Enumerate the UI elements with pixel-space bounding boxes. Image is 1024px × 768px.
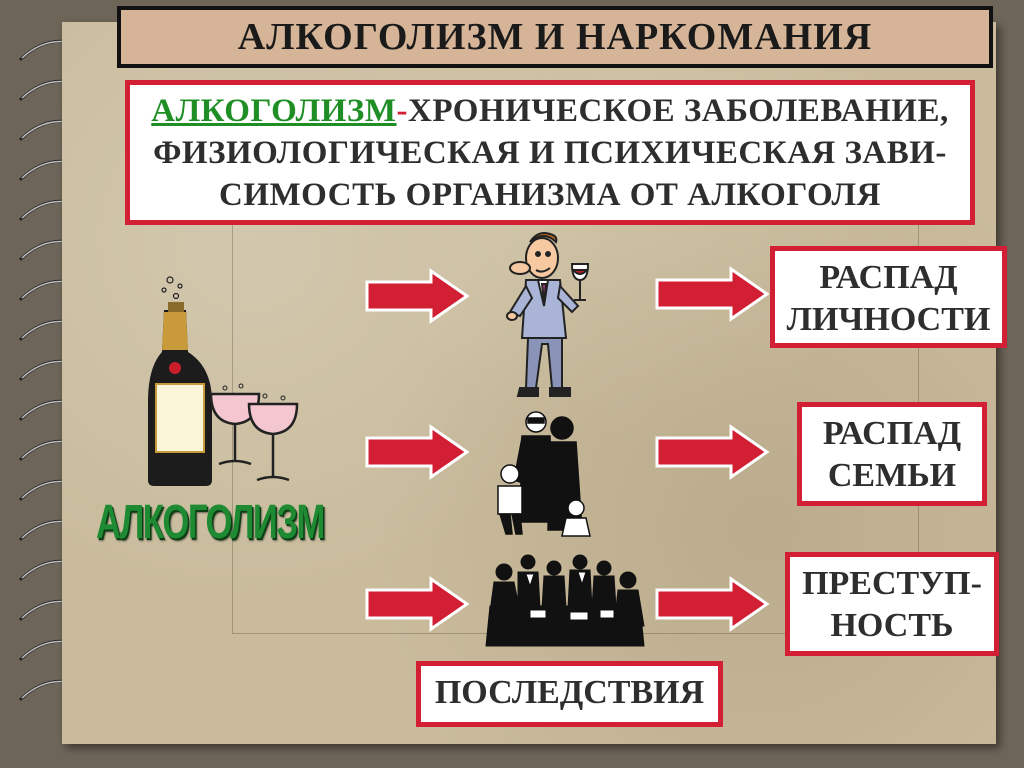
arrow-right-icon	[655, 266, 770, 322]
definition-line-1-rest: ХРОНИЧЕСКОЕ ЗАБОЛЕВАНИЕ,	[407, 93, 949, 129]
arrow-right-icon	[365, 268, 470, 324]
definition-box: АЛКОГОЛИЗМ-ХРОНИЧЕСКОЕ ЗАБОЛЕВАНИЕ, ФИЗИ…	[125, 80, 975, 225]
effect-box-personality: РАСПАД ЛИЧНОСТИ	[770, 246, 1007, 348]
effect-box-family: РАСПАД СЕМЬИ	[797, 402, 987, 506]
definition-dash: -	[396, 93, 408, 129]
man-with-wine-icon	[506, 232, 590, 397]
effect-line-2: СЕМЬИ	[827, 457, 957, 494]
definition-line-1: АЛКОГОЛИЗМ-ХРОНИЧЕСКОЕ ЗАБОЛЕВАНИЕ,	[130, 90, 970, 132]
page-title: АЛКОГОЛИЗМ И НАРКОМАНИЯ	[237, 16, 873, 58]
wine-glass-icon	[209, 383, 299, 482]
alcoholism-wordart: АЛКОГОЛИЗМ	[96, 496, 325, 549]
arrow-right-icon	[365, 576, 470, 632]
effect-box-crime: ПРЕСТУП- НОСТЬ	[785, 552, 999, 656]
arrow-right-icon	[655, 576, 770, 632]
definition-line-2: ФИЗИОЛОГИЧЕСКАЯ И ПСИХИЧЕСКАЯ ЗАВИ-	[153, 135, 947, 171]
effect-line-1: ПРЕСТУП-	[802, 565, 982, 602]
consequences-label: ПОСЛЕДСТВИЯ	[434, 674, 705, 711]
family-icon	[497, 411, 591, 537]
effect-line-1: РАСПАД	[822, 415, 962, 452]
arrow-right-icon	[365, 424, 470, 480]
champagne-bottle-icon	[148, 276, 212, 486]
meeting-group-icon	[485, 554, 645, 647]
consequences-box: ПОСЛЕДСТВИЯ	[416, 661, 723, 727]
effect-line-2: ЛИЧНОСТИ	[786, 301, 991, 338]
effect-line-1: РАСПАД	[819, 259, 958, 296]
definition-term: АЛКОГОЛИЗМ	[151, 93, 397, 129]
title-banner: АЛКОГОЛИЗМ И НАРКОМАНИЯ	[117, 6, 993, 68]
effect-line-2: НОСТЬ	[830, 607, 954, 644]
arrow-right-icon	[655, 424, 770, 480]
definition-line-3: СИМОСТЬ ОРГАНИЗМА ОТ АЛКОГОЛЯ	[219, 177, 881, 213]
